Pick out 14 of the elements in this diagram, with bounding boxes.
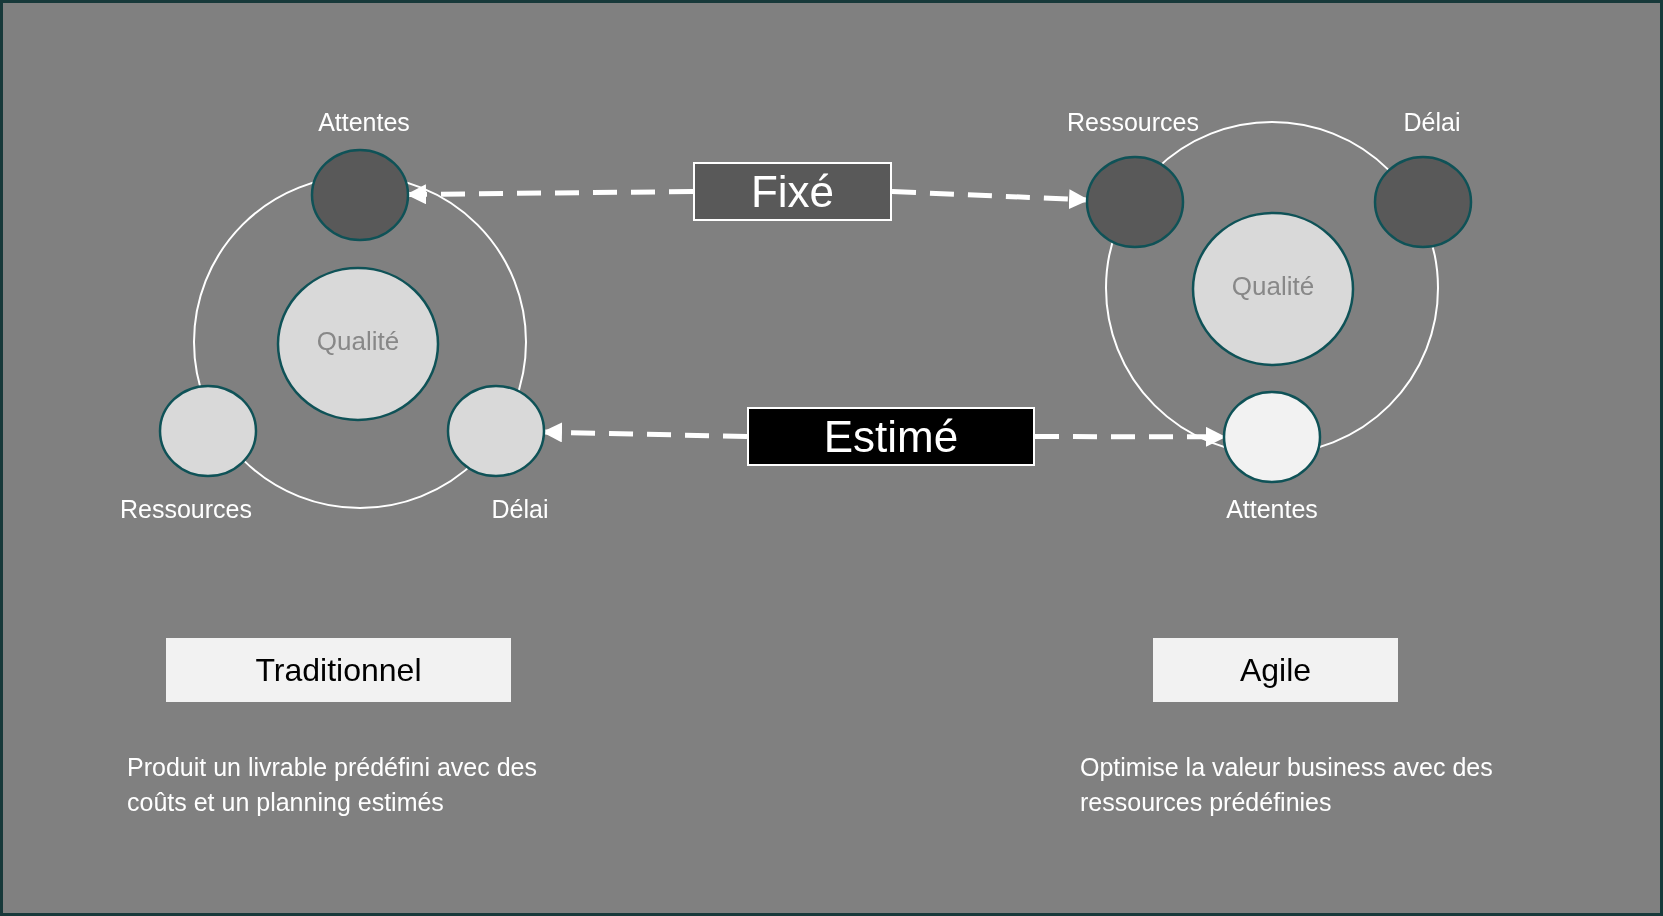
description-text: Produit un livrable prédéfini avec des coûts et un planning estimés	[127, 752, 538, 818]
circle-label: Attentes	[318, 108, 410, 137]
circle-label: Qualité	[1231, 271, 1315, 302]
circle-label: Qualité	[316, 326, 400, 357]
circle-label: Ressources	[1067, 108, 1199, 137]
circle-label: Attentes	[1226, 495, 1318, 524]
circle-label: Ressources	[120, 495, 252, 524]
label-box: Estimé	[747, 407, 1035, 466]
label-box: Fixé	[693, 162, 892, 221]
circle-label: Délai	[1403, 108, 1461, 137]
title-box: Agile	[1153, 638, 1398, 702]
title-box: Traditionnel	[166, 638, 511, 702]
circle-label: Délai	[491, 495, 549, 524]
description-text: Optimise la valeur business avec des ressources prédéfinies	[1080, 752, 1494, 818]
